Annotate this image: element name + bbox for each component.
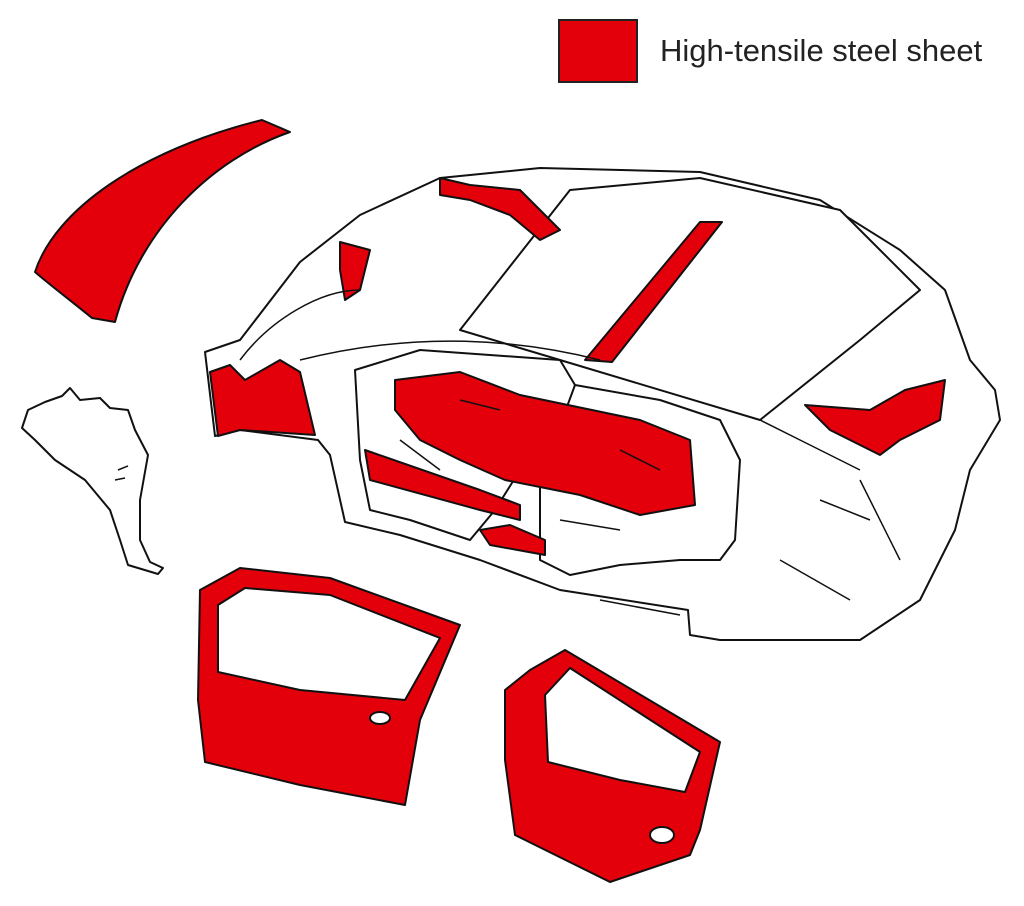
front-apron-member (339, 241, 371, 301)
front-fender (21, 387, 164, 575)
side-sill-front (364, 449, 521, 521)
front-door (197, 567, 461, 806)
roof-cross-member (584, 221, 723, 363)
fender-detail (114, 465, 129, 481)
floor-cross-member (394, 371, 696, 516)
legend: High-tensile steel sheet (558, 19, 982, 83)
rear-floor-member (804, 379, 946, 456)
body-shell (204, 167, 1001, 641)
legend-swatch (558, 19, 638, 83)
front-pillar-reinforcement (439, 177, 561, 241)
rear-door (504, 649, 721, 883)
legend-label: High-tensile steel sheet (660, 33, 983, 68)
center-pillar (479, 524, 546, 556)
front-side-member (209, 359, 316, 437)
hood (34, 119, 291, 323)
